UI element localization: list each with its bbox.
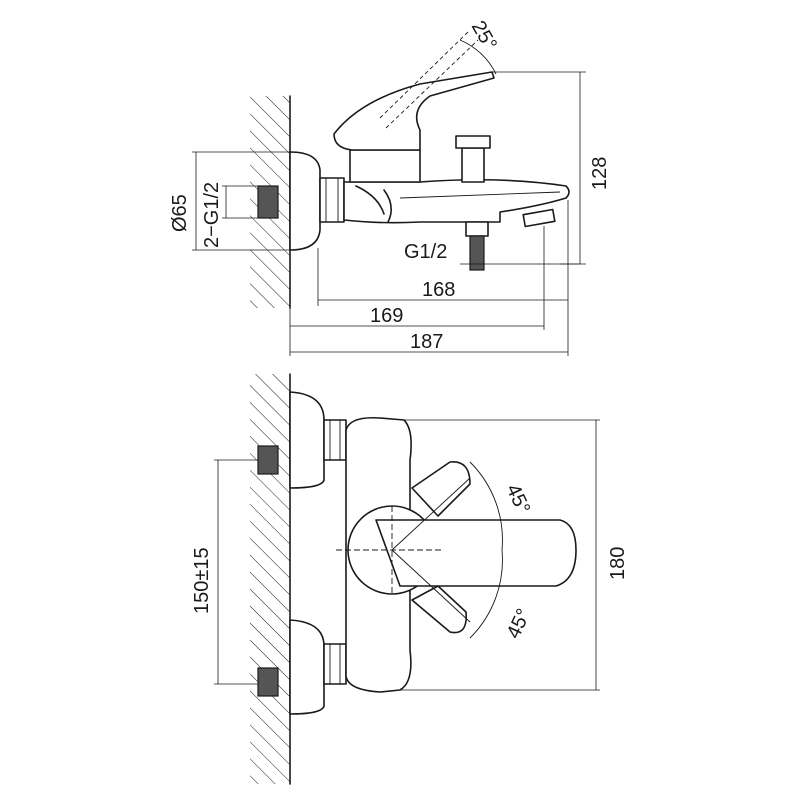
front-view: 45° 45° 150±15 180 — [191, 373, 629, 785]
flange-top — [289, 391, 325, 489]
label-inlet-thread: 2−G1/2 — [201, 182, 223, 248]
lever-raised-outline — [379, 29, 479, 129]
label-len-187: 187 — [410, 331, 443, 353]
diverter-cap — [455, 135, 491, 149]
lever-up-outline — [411, 461, 471, 517]
inlet-pipe-side — [257, 185, 279, 219]
label-len-168: 168 — [422, 279, 455, 301]
label-flange-diameter: Ø65 — [169, 194, 191, 232]
flange-side — [289, 151, 321, 251]
arc-25-deg — [459, 39, 497, 75]
inlet-pipe-bottom — [257, 667, 279, 697]
label-len-169: 169 — [370, 305, 403, 327]
side-view: 25° G1/2 128 Ø65 2−G1/2 168 169 187 — [169, 17, 611, 356]
arc-45-down — [469, 549, 503, 639]
label-outlet-thread: G1/2 — [404, 241, 447, 263]
label-height: 128 — [589, 157, 611, 190]
label-angle-up: 45° — [501, 481, 534, 518]
label-angle-handle: 25° — [467, 17, 501, 54]
label-angle-down: 45° — [503, 605, 536, 642]
cartridge-housing-side — [349, 149, 421, 183]
eccentric-nut-side — [319, 177, 345, 223]
lever-down-outline — [411, 585, 467, 634]
wall-hatch-bottom — [250, 374, 290, 784]
outlet-nut — [465, 221, 489, 237]
inlet-pipe-top — [257, 445, 279, 475]
outlet-pipe — [469, 235, 485, 271]
lever-handle-front — [375, 519, 577, 587]
nut-top — [323, 419, 347, 461]
flange-bottom — [289, 619, 325, 715]
label-inlet-spacing: 150±15 — [191, 547, 213, 614]
faucet-body-side — [343, 178, 570, 224]
diverter-knob — [461, 147, 485, 183]
lever-handle-side — [333, 71, 495, 151]
label-width: 180 — [607, 547, 629, 580]
arc-45-up — [469, 461, 503, 551]
hose-connector — [522, 208, 556, 228]
nut-bottom — [323, 643, 347, 685]
